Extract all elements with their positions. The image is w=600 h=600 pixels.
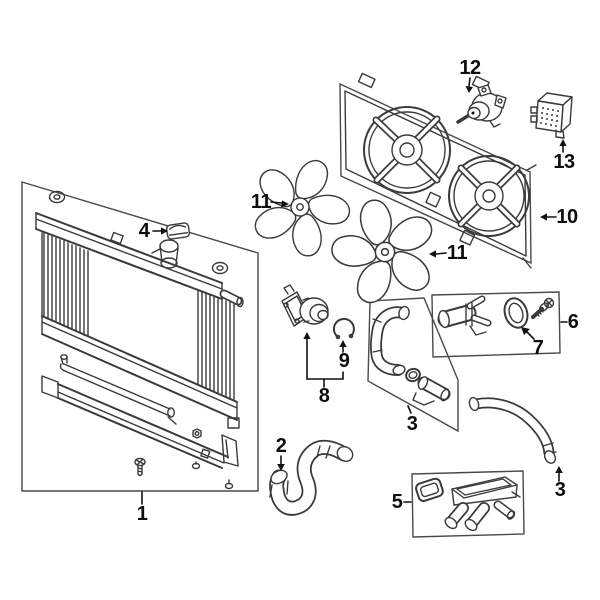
bolt-icon (192, 428, 202, 439)
radiator-cap-drawing (165, 222, 191, 240)
callout-11-left-label: 11 (250, 191, 272, 213)
fan-shroud-drawing (339, 72, 537, 269)
callout-1-label: 1 (136, 503, 148, 525)
support-bar-lower (41, 375, 239, 490)
upper-hose-box-drawing (367, 297, 459, 433)
callout-10-label: 10 (556, 206, 578, 228)
callout-12-label: 12 (459, 57, 481, 79)
outlet-gasket-icon (415, 477, 444, 502)
gasket-ring-icon (503, 297, 529, 329)
thermostat-drawing (437, 295, 492, 336)
radiator-top-tank (35, 212, 244, 308)
callout-2-label: 2 (275, 435, 287, 457)
radiator-assembly-drawing (21, 181, 259, 492)
callout-7-label: 7 (532, 337, 544, 359)
outlet-housing-drawing (444, 476, 521, 532)
control-module-drawing (530, 92, 573, 139)
snap-ring-icon (332, 317, 355, 340)
callout-8-label: 8 (318, 385, 330, 407)
radiator-bottom-tank (41, 315, 240, 429)
support-bar-upper (59, 354, 177, 425)
bolt-icon (531, 297, 555, 319)
grommet-icon (48, 190, 229, 275)
shroud-ring-right (448, 155, 530, 237)
fan-blade-left-drawing (254, 159, 351, 257)
lower-hose-drawing (269, 439, 354, 516)
fan-blade-right-drawing (331, 199, 433, 304)
callout-leader-lines (141, 77, 568, 505)
radiator-core-fins (41, 232, 235, 401)
drain-screw-icon (134, 457, 146, 477)
callout-9-label: 9 (338, 350, 350, 372)
outlet-hose-drawing (468, 396, 557, 464)
callout-3-upper-label: 3 (406, 413, 418, 435)
callout-13-label: 13 (553, 151, 575, 173)
callout-6-label: 6 (567, 311, 579, 333)
shroud-ring-left (363, 106, 451, 194)
fan-motor-drawing (456, 84, 507, 128)
callout-4-label: 4 (138, 220, 150, 242)
water-outlet-box-drawing (411, 470, 525, 538)
water-inlet-drawing (281, 284, 329, 327)
callout-11-right-label: 11 (446, 242, 468, 264)
thermostat-kit-box-drawing (431, 291, 561, 358)
callout-3-lower-label: 3 (554, 479, 566, 501)
callout-5-label: 5 (391, 491, 403, 513)
